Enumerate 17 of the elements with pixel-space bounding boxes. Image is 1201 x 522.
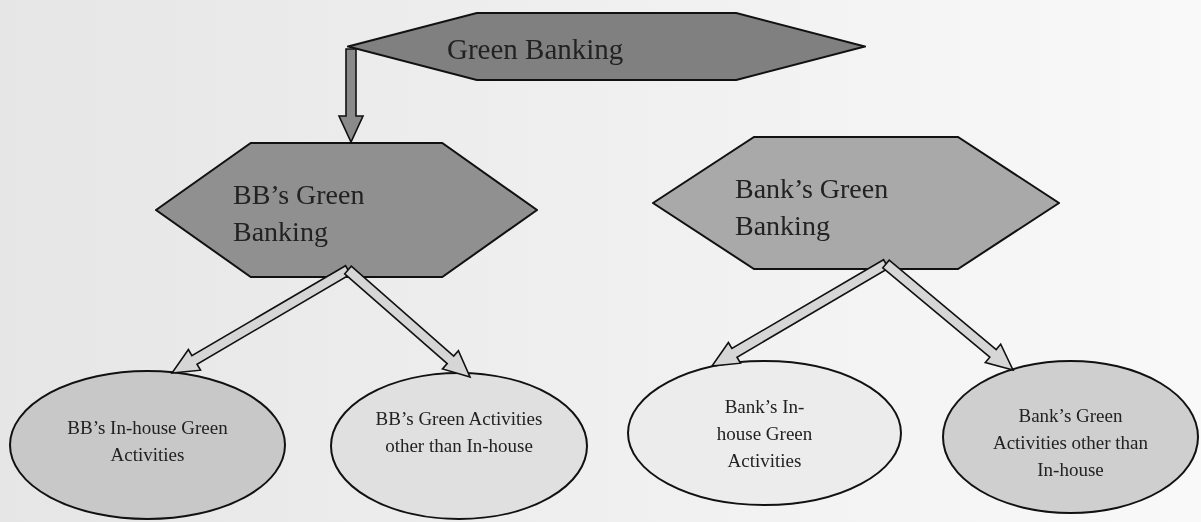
block-arrow: [343, 265, 472, 379]
hexagon-node: [155, 142, 538, 278]
node-label: Bank’s In-house Green Activities: [715, 395, 814, 473]
block-arrow: [881, 259, 1015, 372]
ellipse-node: [330, 372, 588, 520]
node-label: BB’s Green Activities other than In-house: [374, 407, 544, 458]
ellipse-node: [9, 370, 286, 520]
node-label: BB’s Green Banking: [233, 178, 366, 249]
node-label: BB’s In-house Green Activities: [66, 416, 229, 467]
hexagon-node: [347, 12, 866, 81]
hexagon-node: [652, 136, 1060, 270]
node-label: Bank’s Green Activities other than In-house: [991, 404, 1150, 482]
node-label: Bank’s Green Banking: [735, 172, 890, 243]
node-label: Green Banking: [447, 32, 624, 67]
block-arrow: [337, 48, 365, 144]
ellipse-node: [627, 360, 902, 506]
ellipse-node: [942, 360, 1199, 514]
